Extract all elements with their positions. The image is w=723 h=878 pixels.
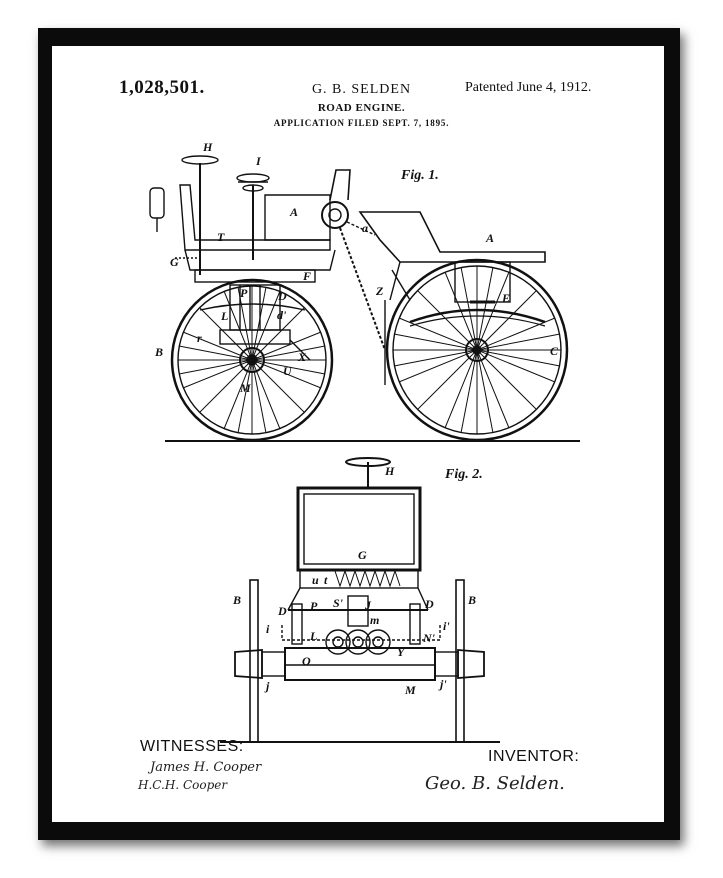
fig1-label-P: P: [240, 286, 248, 300]
fig1-label-r: r: [197, 331, 202, 345]
fig1-label-A-rear: A: [486, 231, 495, 245]
fig2-label-J: J: [365, 598, 371, 612]
fig1-label-F: F: [303, 269, 312, 283]
patent-number: 1,028,501.: [119, 77, 205, 98]
fig2-label-S: S': [333, 596, 344, 610]
witness-signature-2: H.C.H. Cooper: [138, 778, 228, 792]
fig2-label-M: M: [405, 683, 416, 697]
fig1-label-M: M: [240, 381, 251, 395]
fig1-label-d: d': [277, 308, 287, 322]
fig1-label-X: X: [298, 350, 307, 364]
fig2-label-D-right: D: [425, 597, 434, 611]
fig2-label-t: t: [324, 573, 328, 587]
fig1-label-G: G: [170, 255, 179, 269]
fig2-label-m: m: [370, 613, 380, 627]
patent-sheet: [52, 46, 664, 822]
fig1-label-I: I: [256, 154, 261, 168]
fig1-label-B: B: [155, 345, 164, 359]
fig1-label-Z: Z: [376, 284, 384, 298]
fig1-label-A-body: A: [290, 205, 299, 219]
fig2-label-j2: j': [440, 677, 447, 691]
fig2-label-B-right: B: [468, 593, 477, 607]
fig2-label-O: O: [302, 654, 311, 668]
witness-signature-1: James H. Cooper: [150, 760, 262, 775]
fig2-label-u: u: [312, 573, 319, 587]
fig1-label-C: C: [550, 344, 559, 358]
inventor-name: G. B. SELDEN: [311, 82, 412, 97]
fig1-label-D: D: [278, 289, 287, 303]
patented-date: Patented June 4, 1912.: [465, 80, 592, 95]
rear-wheel: [385, 258, 569, 442]
fig1-label-H: H: [203, 140, 213, 154]
application-filed: APPLICATION FILED SEPT. 7, 1895.: [273, 118, 450, 128]
fig2-label-i: i: [266, 622, 270, 636]
fig2-label-N: N': [423, 631, 435, 645]
inventor-heading: INVENTOR:: [488, 748, 580, 765]
inventor-signature: Geo. B. Selden.: [425, 773, 565, 794]
figure-2-caption: Fig. 2.: [445, 467, 483, 482]
fig2-label-P: P: [310, 599, 318, 613]
fig2-label-L: L: [310, 629, 318, 643]
fig1-label-T: T: [217, 230, 225, 244]
witnesses-heading: WITNESSES:: [140, 738, 244, 755]
fig1-label-U: U: [283, 364, 292, 378]
fig2-label-j: j: [266, 679, 270, 693]
figure-1-caption: Fig. 1.: [401, 168, 439, 183]
fig1-label-a: a: [362, 221, 368, 235]
fig2-label-i2: i': [443, 619, 450, 633]
fig2-label-B-left: B: [233, 593, 242, 607]
front-wheel: [170, 278, 334, 442]
fig1-label-E: E: [502, 291, 511, 305]
fig1-label-L: L: [221, 309, 229, 323]
fig2-label-G: G: [358, 548, 367, 562]
fig2-label-Y: Y: [397, 645, 405, 659]
fig2-label-D-left: D: [278, 604, 287, 618]
fig2-label-H: H: [385, 464, 395, 478]
patent-title: ROAD ENGINE.: [317, 102, 406, 114]
